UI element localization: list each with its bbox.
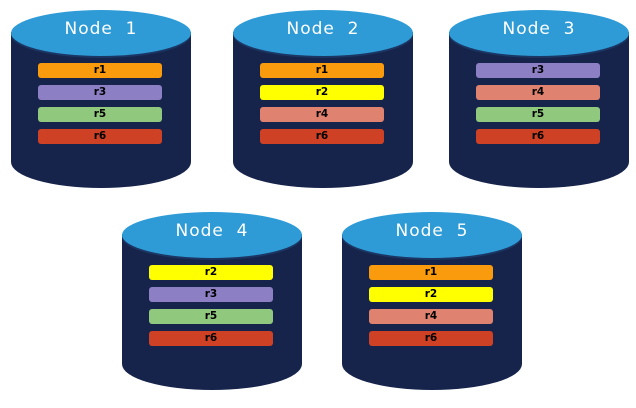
replica-bar[interactable]: r2 <box>149 265 273 280</box>
replica-bar[interactable]: r1 <box>260 63 384 78</box>
replica-bar[interactable]: r3 <box>149 287 273 302</box>
replica-bar[interactable]: r3 <box>476 63 600 78</box>
replica-bar[interactable]: r5 <box>149 309 273 324</box>
database-cylinder-2[interactable]: Node 2 r1 r2 r4 r6 <box>233 10 413 190</box>
cylinder-top-ellipse <box>11 10 191 56</box>
replica-bar[interactable]: r6 <box>260 129 384 144</box>
replica-bar[interactable]: r4 <box>260 107 384 122</box>
replica-bar[interactable]: r5 <box>476 107 600 122</box>
replica-bar[interactable]: r2 <box>369 287 493 302</box>
replica-bar[interactable]: r4 <box>369 309 493 324</box>
replica-bar[interactable]: r1 <box>369 265 493 280</box>
cylinder-top-ellipse <box>233 10 413 56</box>
cylinder-top-ellipse <box>449 10 629 56</box>
node-label: Node 2 <box>286 19 360 39</box>
replica-list: r1 r2 r4 r6 <box>369 265 493 346</box>
replica-bar[interactable]: r6 <box>38 129 162 144</box>
replica-bar[interactable]: r6 <box>149 331 273 346</box>
replica-bar[interactable]: r4 <box>476 85 600 100</box>
replica-bar[interactable]: r2 <box>260 85 384 100</box>
replica-bar[interactable]: r5 <box>38 107 162 122</box>
replica-bar[interactable]: r6 <box>369 331 493 346</box>
node-label: Node 3 <box>502 19 576 39</box>
replica-bar[interactable]: r1 <box>38 63 162 78</box>
replica-list: r2 r3 r5 r6 <box>149 265 273 346</box>
replica-list: r1 r2 r4 r6 <box>260 63 384 144</box>
database-cylinder-4[interactable]: Node 4 r2 r3 r5 r6 <box>122 212 302 392</box>
node-label: Node 1 <box>64 19 138 39</box>
node-label: Node 4 <box>175 221 249 241</box>
cylinder-top-ellipse <box>342 212 522 258</box>
database-cylinder-5[interactable]: Node 5 r1 r2 r4 r6 <box>342 212 522 392</box>
replica-bar[interactable]: r3 <box>38 85 162 100</box>
node-label: Node 5 <box>395 221 469 241</box>
replica-list: r1 r3 r5 r6 <box>38 63 162 144</box>
replica-list: r3 r4 r5 r6 <box>476 63 600 144</box>
database-cylinder-3[interactable]: Node 3 r3 r4 r5 r6 <box>449 10 629 190</box>
replica-bar[interactable]: r6 <box>476 129 600 144</box>
database-cylinder-1[interactable]: Node 1 r1 r3 r5 r6 <box>11 10 191 190</box>
cylinder-top-ellipse <box>122 212 302 258</box>
